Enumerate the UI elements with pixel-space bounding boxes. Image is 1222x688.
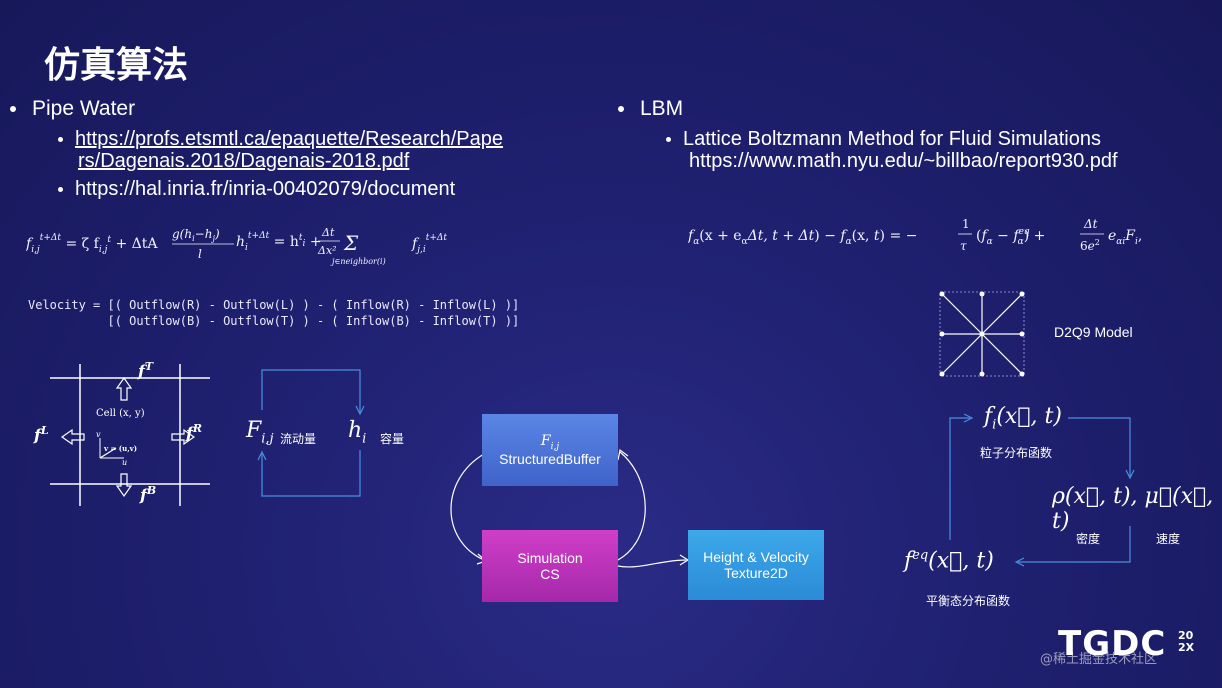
flow-bottom-label: fB (140, 484, 157, 505)
texture-line1: Height & Velocity (703, 549, 809, 565)
bullet-dot-icon (58, 187, 63, 193)
cycle-height-label: 容量 (380, 432, 405, 446)
buffer-math: Fi,j (540, 432, 560, 452)
svg-text:hit+Δt = hti +: hit+Δt = hti + (236, 231, 322, 253)
svg-text:Δt: Δt (1083, 217, 1098, 231)
svg-text:Σ: Σ (343, 231, 359, 255)
pipe-height-formula-svg: hit+Δt = hti + Δt Δx² Σ j∈neighbor(i) fj… (236, 226, 447, 266)
cycle-arrows-svg (257, 369, 365, 497)
bullet-pipe-water: Pipe Water (10, 97, 135, 121)
lbm-item: Lattice Boltzmann Method for Fluid Simul… (666, 128, 1118, 172)
lbm-equilibrium-label: 平衡态分布函数 (926, 594, 1011, 608)
pipe-height-formula: hit+Δt = hti + Δt Δx² Σ j∈neighbor(i) fj… (236, 222, 466, 266)
svg-text:fi,jt+Δt = ζ fi,jt + ΔtA: fi,jt+Δt = ζ fi,jt + ΔtA (26, 233, 158, 255)
cell-flux-diagram: fT fB fL fR Cell (x, y) v u v = (u,v) (30, 360, 230, 510)
svg-text:fα(x + eαΔt, t + Δt) − fα(x, t: fα(x + eαΔt, t + Δt) − fα(x, t) = − (688, 228, 917, 247)
svg-text:j∈neighbor(i): j∈neighbor(i) (330, 257, 386, 266)
svg-text:l: l (198, 247, 202, 261)
lbm-item-line1: Lattice Boltzmann Method for Fluid Simul… (683, 128, 1101, 150)
lbm-distribution-symbol: fi(x⃗, t) (984, 404, 1062, 433)
bullet-dot-icon (58, 137, 63, 143)
flow-height-cycle: Fi,j 流动量 hi 容量 (240, 360, 440, 500)
texture-line2: Texture2D (724, 565, 788, 581)
velocity-code-line1: Velocity = [( Outflow(R) - Outflow(L) ) … (28, 298, 520, 312)
bullet-dot-icon (666, 137, 671, 143)
buffer-label: StructuredBuffer (499, 451, 601, 468)
flow-left-label: fL (34, 424, 49, 445)
pipe-flux-formula: fi,jt+Δt = ζ fi,jt + ΔtA g(hi−hj) l (25, 222, 256, 266)
svg-text:g(hi−hj): g(hi−hj) (172, 227, 220, 243)
cell-grid-svg (50, 364, 210, 506)
pipe-flux-formula-svg: fi,jt+Δt = ζ fi,jt + ΔtA g(hi−hj) l (25, 227, 234, 261)
lbm-cycle-arrows-svg (949, 413, 1135, 567)
d2q9-label: D2Q9 Model (1054, 324, 1133, 340)
texture-box: Height & Velocity Texture2D (688, 530, 824, 600)
lbm-distribution-label: 粒子分布函数 (980, 446, 1053, 460)
tgdc-logo: TGDC (1058, 624, 1167, 664)
cycle-height-symbol: hi (348, 418, 367, 447)
lbm-equilibrium-symbol: feq(x⃗, t) (904, 548, 994, 574)
lbm-density-label: 密度 (1076, 532, 1101, 546)
pipe-water-link2[interactable]: https://hal.inria.fr/inria-00402079/docu… (75, 178, 456, 200)
pipe-water-link1-line1[interactable]: https://profs.etsmtl.ca/epaquette/Resear… (75, 128, 504, 150)
svg-text:τ: τ (960, 239, 967, 253)
simulation-line1: Simulation (517, 550, 583, 566)
svg-text:fj,it+Δt: fj,it+Δt (411, 233, 447, 255)
cell-u-label: u (122, 458, 128, 467)
cell-vec-label: v = (u,v) (104, 444, 138, 453)
flow-top-label: fT (138, 360, 154, 381)
velocity-code-line2: [( Outflow(B) - Outflow(T) ) - ( Inflow(… (28, 314, 520, 328)
cell-v-label: v (96, 430, 101, 439)
bullet-lbm: LBM (618, 97, 683, 121)
tgdc-logo-year: 20 2X (1178, 629, 1195, 654)
pipe-water-link1-item: https://profs.etsmtl.ca/epaquette/Resear… (58, 128, 503, 172)
svg-text:eαiFi,: eαiFi, (1108, 228, 1142, 247)
pipe-water-heading: Pipe Water (32, 97, 136, 120)
svg-text:Δx²: Δx² (317, 244, 337, 257)
pipeline-arrows-svg (450, 448, 690, 568)
d2q9-lattice-icon (939, 291, 1025, 377)
svg-text:6e2: 6e2 (1080, 238, 1100, 253)
lbm-macro-symbol: ρ(x⃗, t), μ⃗(x⃗, t) (1052, 484, 1214, 534)
svg-text:Δt: Δt (321, 226, 335, 239)
slide-title: 仿真算法 (44, 45, 189, 86)
bullet-dot-icon (10, 106, 16, 113)
svg-text:1: 1 (962, 217, 970, 231)
bullet-dot-icon (618, 106, 624, 113)
pipe-water-link2-item: https://hal.inria.fr/inria-00402079/docu… (58, 178, 455, 200)
simulation-cs-box: Simulation CS (482, 530, 618, 602)
pipe-water-link1-line2[interactable]: rs/Dagenais.2018/Dagenais-2018.pdf (78, 150, 410, 172)
lbm-item-line2[interactable]: https://www.math.nyu.edu/~billbao/report… (689, 150, 1118, 172)
cell-label: Cell (x, y) (96, 408, 145, 419)
lbm-velocity-label: 速度 (1156, 532, 1181, 546)
structured-buffer-box: Fi,j StructuredBuffer (482, 414, 618, 486)
lbm-heading: LBM (640, 97, 684, 120)
flow-right-label: fR (186, 422, 203, 443)
lbm-formula: fα(x + eαΔt, t + Δt) − fα(x, t) = − 1 τ … (687, 212, 1168, 258)
watermark: @稀土掘金技术社区 (1040, 652, 1158, 667)
cycle-flux-label: 流动量 (280, 432, 317, 446)
lbm-formula-svg: fα(x + eαΔt, t + Δt) − fα(x, t) = − 1 τ … (687, 217, 1142, 253)
simulation-line2: CS (540, 566, 560, 582)
cycle-flux-symbol: Fi,j (246, 418, 274, 447)
